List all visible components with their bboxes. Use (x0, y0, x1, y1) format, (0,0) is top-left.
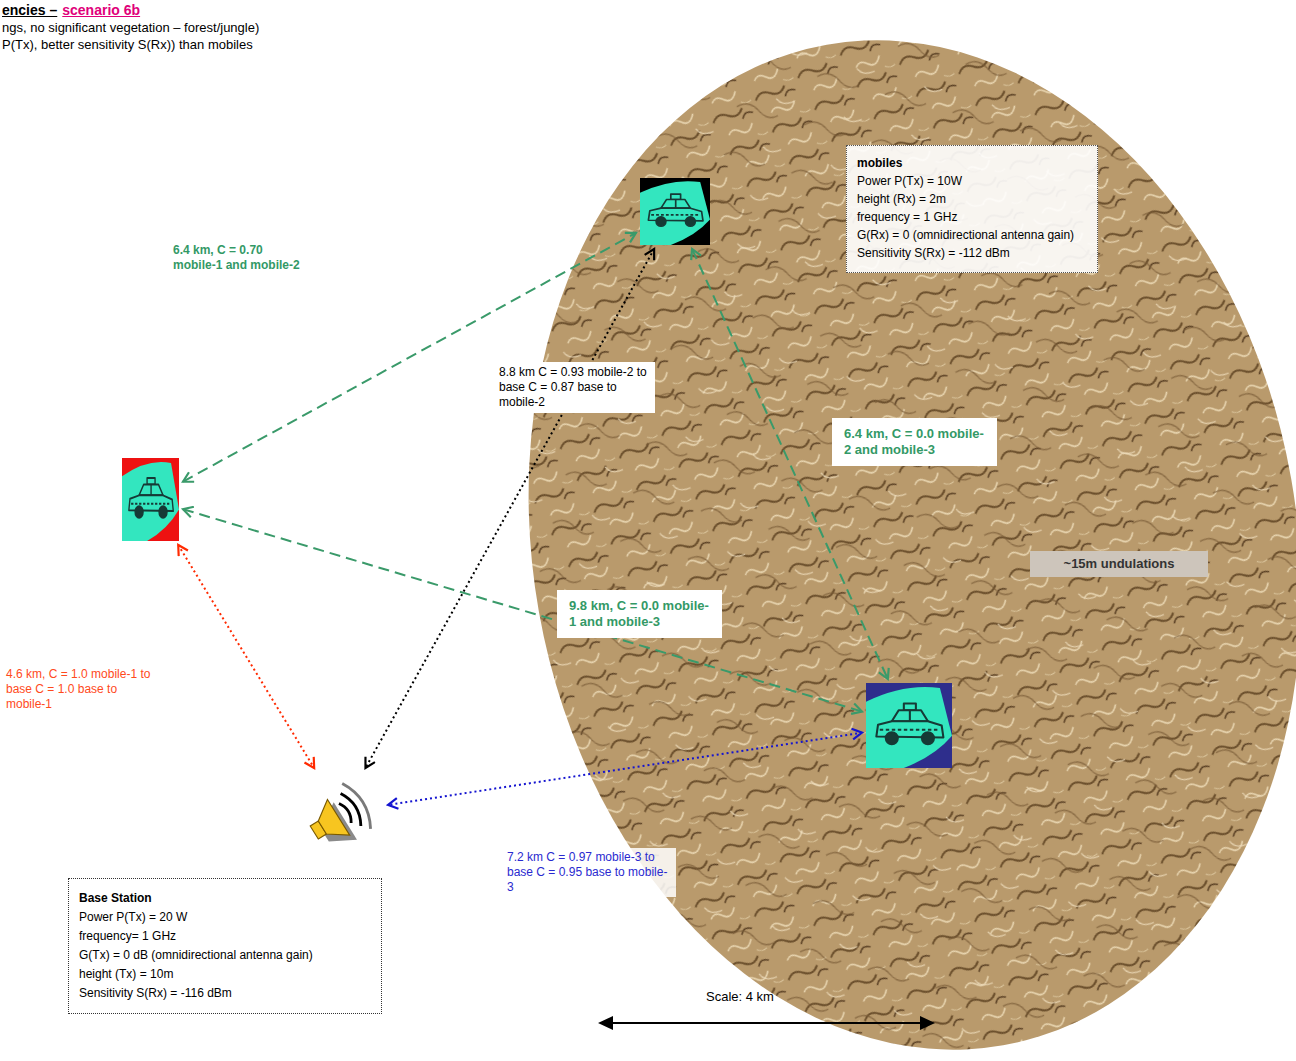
taxi-car (129, 478, 173, 518)
scale-bar (606, 1022, 927, 1024)
edge-label: 9.8 km, C = 0.0 mobile-1 and mobile-3 (569, 598, 710, 630)
box-line: frequency= 1 GHz (79, 927, 371, 946)
taxi-car (648, 194, 703, 226)
edge-label-box: 8.8 km C = 0.93 mobile-2 to base C = 0.8… (493, 362, 655, 413)
subtitle-line: P(Tx), better sensitivity S(Rx)) than mo… (2, 37, 253, 52)
car-roof (139, 485, 163, 496)
box-line: G(Rx) = 0 (omnidirectional antenna gain) (857, 226, 1087, 244)
taxi-icon (640, 178, 710, 245)
sound-wave (339, 802, 354, 823)
box-heading: ~15m undulations (1044, 555, 1194, 573)
box-line: height (Rx) = 2m (857, 190, 1087, 208)
mobile-icon (866, 683, 952, 768)
car-pillar (675, 199, 677, 208)
diagram-title: encies – (2, 2, 57, 18)
sound-wave (342, 779, 377, 828)
mobile-icon (122, 458, 179, 541)
edge-label: 6.4 km, C = 0.0 mobile-2 and mobile-3 (844, 426, 985, 458)
taxi-checker (131, 503, 171, 505)
car-wheel (656, 217, 666, 226)
box-line: Sensitivity S(Rx) = -112 dBm (857, 244, 1087, 262)
car-roof (661, 199, 690, 208)
link-line (388, 733, 862, 805)
link-line (178, 545, 314, 768)
car-wheel (922, 732, 934, 744)
car-pillar (909, 710, 911, 721)
mobile-icon (640, 178, 710, 245)
terrain-tag: ~15m undulations (1030, 551, 1208, 577)
coverage-wedge (866, 687, 952, 768)
edge-label: 8.8 km C = 0.93 mobile-2 to base C = 0.8… (499, 365, 649, 410)
icon-background (866, 683, 952, 768)
speaker-icon (298, 772, 384, 852)
car-roof (892, 710, 928, 721)
subtitle-line: ngs, no significant vegetation – forest/… (2, 20, 259, 35)
box-line: height (Tx) = 10m (79, 965, 371, 984)
coverage-wedge (122, 462, 179, 541)
car-pillar (150, 485, 151, 496)
taxi-icon (122, 458, 179, 541)
edge-label-box: 6.4 km, C = 0.70 mobile-1 and mobile-2 (173, 243, 305, 273)
edge-label-box: 9.8 km, C = 0.0 mobile-1 and mobile-3 (557, 590, 722, 638)
taxi-checker (651, 214, 700, 216)
coverage-wedge (640, 181, 710, 245)
terrain-texture (451, 0, 1296, 1061)
scenario-name: scenario 6b (62, 2, 140, 18)
edge-label-box: 6.4 km, C = 0.0 mobile-2 and mobile-3 (832, 418, 997, 466)
icon-background (122, 458, 179, 541)
box-line: Power P(Tx) = 20 W (79, 908, 371, 927)
car-wheel (159, 506, 167, 518)
edge-label-box: 4.6 km, C = 1.0 mobile-1 to base C = 1.0… (6, 667, 156, 712)
edge-label: 7.2 km C = 0.97 mobile-3 to base C = 0.9… (507, 850, 672, 895)
box-heading: mobiles (857, 154, 1087, 172)
terrain-region (451, 0, 1296, 1061)
taxi-icon (866, 683, 952, 768)
car-wheel (886, 732, 898, 744)
header-line: encies – scenario 6b (2, 2, 140, 18)
sound-wave (341, 791, 366, 826)
spec-box: mobilesPower P(Tx) = 10Wheight (Rx) = 2m… (846, 145, 1098, 273)
link-line (183, 509, 862, 711)
box-line: Sensitivity S(Rx) = -116 dBm (79, 984, 371, 1003)
scale-label: Scale: 4 km (706, 989, 774, 1004)
edge-label: 4.6 km, C = 1.0 mobile-1 to base C = 1.0… (6, 667, 156, 712)
base-station-icon (298, 772, 384, 852)
taxi-checker (880, 729, 940, 731)
car-wheel (135, 506, 143, 518)
box-line: G(Tx) = 0 dB (omnidirectional antenna ga… (79, 946, 371, 965)
scale-arrowhead (920, 1016, 935, 1030)
icon-background (640, 178, 710, 245)
taxi-car (876, 703, 943, 744)
taxi-sign (147, 478, 155, 485)
edge-label-box: 7.2 km C = 0.97 mobile-3 to base C = 0.9… (503, 848, 676, 897)
edge-label: 6.4 km, C = 0.70 mobile-1 and mobile-2 (173, 243, 305, 273)
link-line (365, 249, 654, 768)
spec-box: Base StationPower P(Tx) = 20 Wfrequency=… (68, 878, 382, 1014)
box-line: frequency = 1 GHz (857, 208, 1087, 226)
box-line: Power P(Tx) = 10W (857, 172, 1087, 190)
taxi-sign (904, 703, 916, 710)
scale-arrowhead (598, 1016, 613, 1030)
box-heading: Base Station (79, 889, 371, 908)
car-wheel (686, 217, 696, 226)
